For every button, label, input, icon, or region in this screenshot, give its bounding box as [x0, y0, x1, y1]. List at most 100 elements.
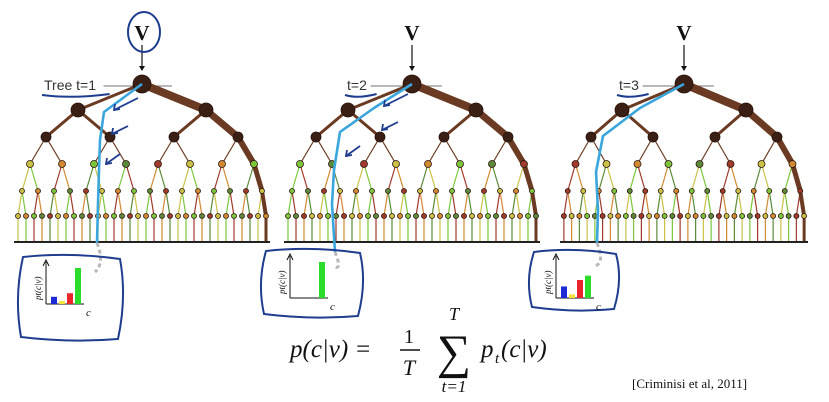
- split-node: [163, 188, 169, 194]
- split-node: [520, 160, 528, 168]
- annotation-arrowhead: [344, 149, 353, 158]
- split-node: [709, 131, 721, 143]
- tree-edge: [387, 163, 397, 192]
- annotation-arrow: [345, 145, 361, 157]
- split-node: [509, 213, 515, 219]
- annotation-arrow: [113, 97, 139, 111]
- split-node: [263, 213, 269, 219]
- leaf-histogram: pt(c|v)c: [543, 252, 601, 313]
- split-node: [602, 160, 611, 168]
- tree-edge: [605, 163, 615, 192]
- split-node: [90, 160, 98, 168]
- split-node: [445, 213, 451, 219]
- split-node: [456, 160, 464, 168]
- split-node: [801, 213, 808, 219]
- formula-fraction-numerator: 1: [404, 326, 414, 348]
- tree-edge: [241, 190, 247, 217]
- tree-3: Vt=3pt(c|v)c: [528, 21, 808, 313]
- tree-edge: [435, 190, 441, 217]
- split-node: [661, 213, 668, 219]
- tree-edge: [629, 163, 639, 192]
- split-node: [293, 213, 299, 219]
- tree-edge: [702, 190, 708, 217]
- tree-edge: [563, 190, 569, 217]
- input-vector-label: V: [134, 21, 149, 45]
- formula-sum-symbol: ∑: [437, 326, 471, 379]
- split-node: [70, 102, 86, 118]
- tree-edge: [530, 189, 538, 218]
- split-node: [381, 213, 387, 219]
- tree-edge: [598, 163, 608, 192]
- tree-edge: [629, 190, 635, 217]
- split-node: [739, 213, 746, 219]
- split-node: [175, 213, 181, 219]
- split-node: [615, 213, 622, 219]
- split-node: [465, 188, 471, 194]
- tree-edge: [567, 163, 577, 192]
- tree-edge: [753, 163, 763, 192]
- histogram-y-arrowhead: [42, 258, 50, 267]
- tree-label-underline: [41, 93, 110, 98]
- histogram-bar: [561, 286, 567, 298]
- tree-edge: [419, 190, 425, 217]
- histogram-bar: [577, 280, 583, 298]
- histogram-annotation-box: [528, 248, 620, 312]
- tree-edge: [125, 163, 135, 192]
- tree-edge: [780, 190, 786, 217]
- histogram-y-arrowhead: [286, 252, 294, 261]
- tree-edge: [463, 190, 469, 217]
- tree-edge: [613, 190, 619, 217]
- split-node: [781, 188, 788, 194]
- split-node: [584, 213, 591, 219]
- tree-edge: [307, 190, 313, 217]
- tree-edge: [718, 190, 724, 217]
- split-node: [151, 213, 157, 219]
- tree-edge: [515, 190, 521, 217]
- split-node: [560, 213, 567, 219]
- histogram-bar: [569, 294, 575, 298]
- tree-edge: [53, 163, 63, 192]
- tree-edge: [408, 80, 480, 114]
- tree-edge: [323, 190, 329, 217]
- input-arrowhead: [409, 66, 415, 71]
- tree-edge: [61, 163, 71, 192]
- split-node: [647, 131, 659, 143]
- split-node: [119, 213, 125, 219]
- split-node: [633, 160, 642, 168]
- histogram-x-label: c: [86, 307, 91, 319]
- split-node: [797, 188, 804, 194]
- split-node: [310, 131, 322, 143]
- tree-edge: [85, 163, 95, 192]
- tree-edge: [467, 190, 473, 217]
- tree-edge: [691, 163, 701, 192]
- tree-edge: [335, 190, 341, 217]
- ensemble-formula: p(c|v) = 1 T T ∑ t=1 p t (c|v): [288, 304, 547, 396]
- split-node: [115, 188, 121, 194]
- histogram-y-arrowhead: [552, 252, 560, 261]
- tree-edge: [287, 190, 293, 217]
- tree-edge: [346, 82, 414, 112]
- leaf-histogram: pt(c|v)c: [277, 252, 335, 313]
- split-node: [449, 188, 455, 194]
- split-node: [71, 213, 77, 219]
- tree-edge: [245, 163, 255, 192]
- split-node: [793, 213, 800, 219]
- split-node: [23, 213, 29, 219]
- split-node: [333, 213, 339, 219]
- split-node: [642, 188, 649, 194]
- tree-edge: [636, 163, 646, 192]
- leaf-to-histogram-link: [332, 251, 340, 269]
- tree-edge: [706, 190, 712, 217]
- split-node: [179, 188, 185, 194]
- tree-edge: [511, 190, 517, 217]
- tree-edge: [181, 190, 187, 217]
- histogram-x-label: c: [596, 301, 601, 313]
- tree-edge: [213, 163, 223, 192]
- split-node: [15, 213, 21, 219]
- split-node: [31, 213, 37, 219]
- split-node: [47, 213, 53, 219]
- split-node: [424, 160, 432, 168]
- split-node: [392, 160, 400, 168]
- tree-edge: [483, 163, 493, 192]
